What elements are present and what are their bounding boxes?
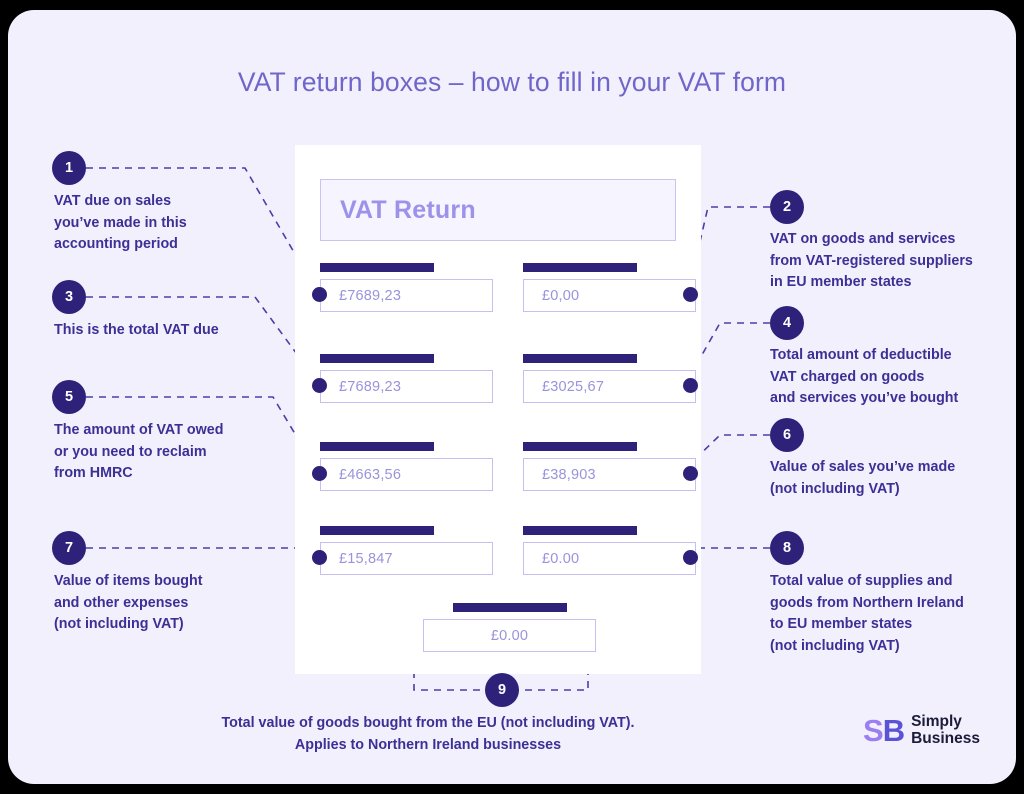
annotation-text-1: VAT due on sales you’ve made in this acc… [54, 193, 187, 252]
field-bar [523, 442, 637, 451]
badge-5[interactable]: 5 [52, 380, 86, 414]
field-bar [453, 603, 567, 612]
field-input[interactable]: £0,00 [523, 279, 696, 312]
form-header-label: VAT Return [340, 195, 476, 224]
connector-dot-7 [312, 550, 327, 565]
annotation-text-2: VAT on goods and services from VAT-regis… [770, 231, 973, 290]
simply-business-logo: SB Simply Business [863, 713, 980, 747]
field-bar [320, 526, 434, 535]
field-bar [523, 526, 637, 535]
connector-dot-4 [683, 378, 698, 393]
field-value: £7689,23 [339, 287, 402, 304]
field-bar [320, 354, 434, 363]
field-value: £4663,56 [339, 466, 402, 483]
annotation-text-5: The amount of VAT owed or you need to re… [54, 422, 224, 481]
leader-4 [689, 322, 770, 377]
logo-word-line1: Simply [911, 713, 962, 730]
field-bar [320, 263, 434, 272]
field-input[interactable]: £0.00 [423, 619, 596, 652]
badge-1[interactable]: 1 [52, 151, 86, 185]
logo-wordmark: Simply Business [911, 713, 980, 747]
connector-dot-2 [683, 287, 698, 302]
annotation-text-9: Total value of goods bought from the EU … [221, 715, 635, 753]
annotation-text-3: This is the total VAT due [54, 322, 219, 338]
annotation-text-4: Total amount of deductible VAT charged o… [770, 347, 959, 406]
field-value: £0.00 [490, 627, 529, 644]
vat-return-form: VAT Return £7689,23 £0,00 £7689,23 [295, 145, 701, 674]
badge-9[interactable]: 9 [485, 673, 519, 707]
logo-mark-s: S [863, 712, 884, 748]
field-input[interactable]: £4663,56 [320, 458, 493, 491]
field-input[interactable]: £7689,23 [320, 370, 493, 403]
field-input[interactable]: £0.00 [523, 542, 696, 575]
form-header: VAT Return [320, 179, 676, 241]
connector-dot-6 [683, 466, 698, 481]
field-value: £38,903 [542, 466, 596, 483]
connector-dot-5 [312, 466, 327, 481]
field-value: £0,00 [542, 287, 580, 304]
field-value: £7689,23 [339, 378, 402, 395]
field-bar [523, 354, 637, 363]
logo-word-line2: Business [911, 730, 980, 747]
annotation-text-7: Value of items bought and other expenses… [54, 573, 203, 632]
field-bar [320, 442, 434, 451]
field-input[interactable]: £15,847 [320, 542, 493, 575]
infographic-card: VAT return boxes – how to fill in your V… [8, 10, 1016, 784]
logo-mark: SB [863, 712, 905, 748]
badge-7[interactable]: 7 [52, 531, 86, 565]
field-value: £0.00 [542, 550, 580, 567]
badge-2[interactable]: 2 [770, 190, 804, 224]
annotation-text-6: Value of sales you’ve made (not includin… [770, 459, 956, 497]
page-title: VAT return boxes – how to fill in your V… [237, 67, 787, 97]
field-bar [523, 263, 637, 272]
badge-3[interactable]: 3 [52, 280, 86, 314]
connector-dot-8 [683, 550, 698, 565]
connector-dot-3 [312, 378, 327, 393]
field-input[interactable]: £3025,67 [523, 370, 696, 403]
leader-2 [689, 206, 770, 286]
leader-6 [689, 434, 770, 465]
badge-4[interactable]: 4 [770, 306, 804, 340]
field-input[interactable]: £38,903 [523, 458, 696, 491]
badge-6[interactable]: 6 [770, 418, 804, 452]
annotation-text-8: Total value of supplies and goods from N… [770, 573, 964, 654]
connector-dot-1 [312, 287, 327, 302]
field-value: £3025,67 [542, 378, 605, 395]
field-input[interactable]: £7689,23 [320, 279, 493, 312]
badge-8[interactable]: 8 [770, 531, 804, 565]
field-value: £15,847 [339, 550, 393, 567]
logo-mark-b: B [882, 712, 905, 748]
